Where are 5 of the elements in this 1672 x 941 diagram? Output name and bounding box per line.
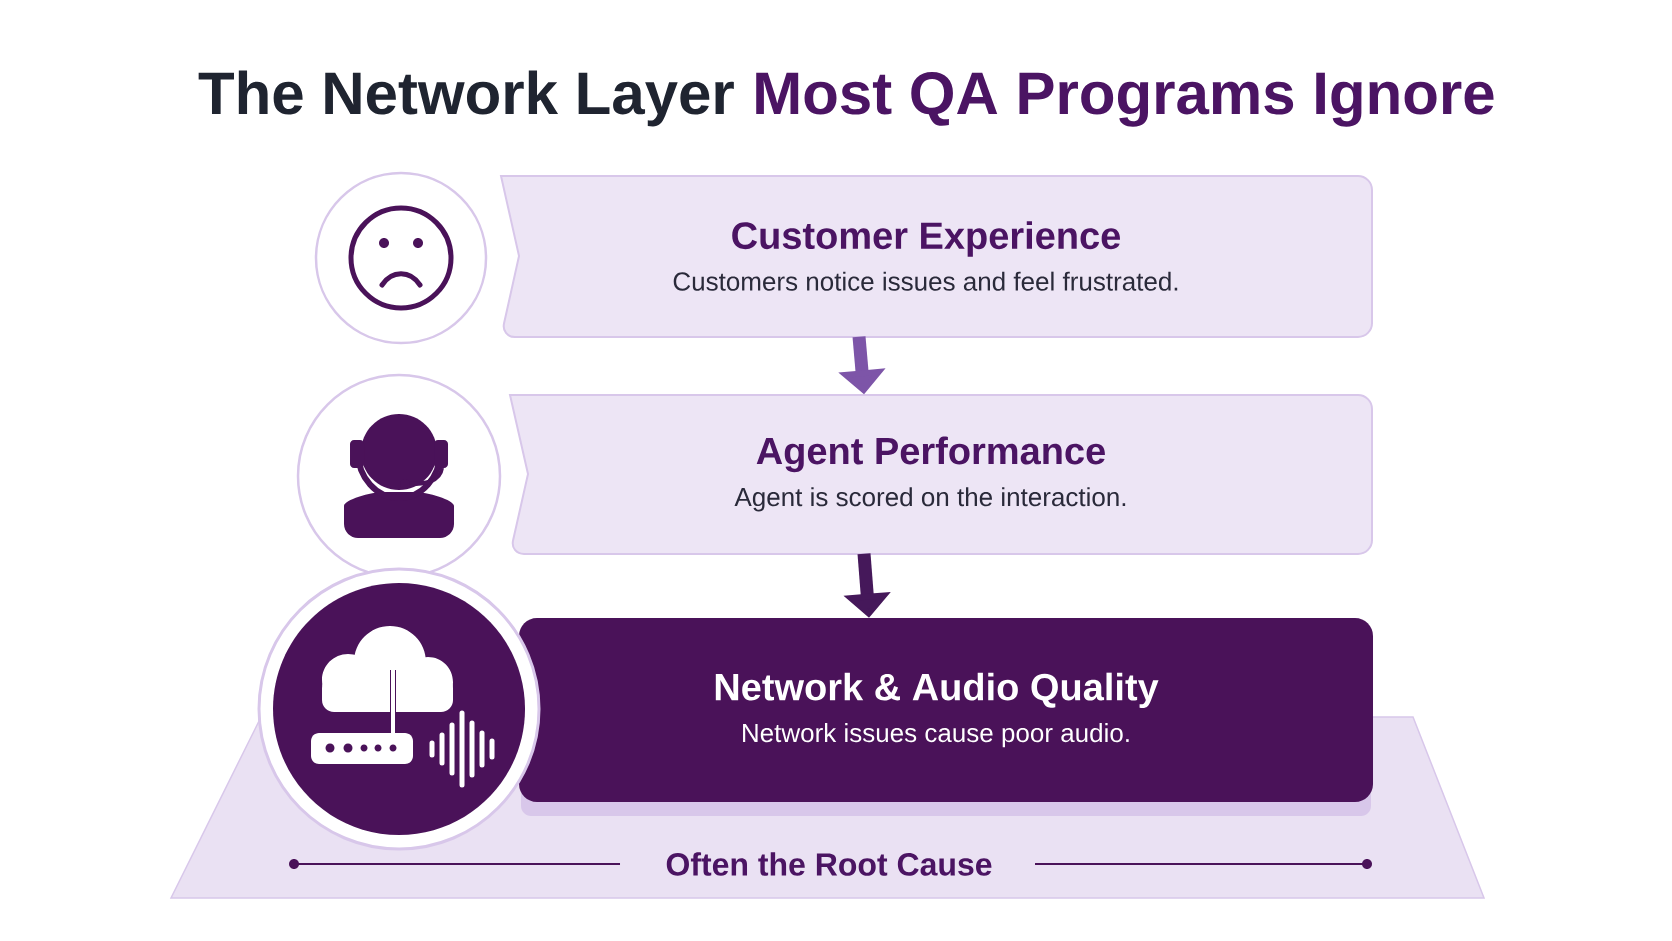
title: The Network Layer (198, 70, 734, 127)
highlight-box: Network & Audio Quality Network issues cause poor audio. (493, 618, 1373, 816)
process-box: Agent Performance Agent is scored on the interaction. (509, 394, 1373, 555)
process-box: Customer Experience Customers notice issues and feel frustrated. (500, 175, 1373, 338)
footer-label: Often the Root Cause (666, 852, 992, 876)
